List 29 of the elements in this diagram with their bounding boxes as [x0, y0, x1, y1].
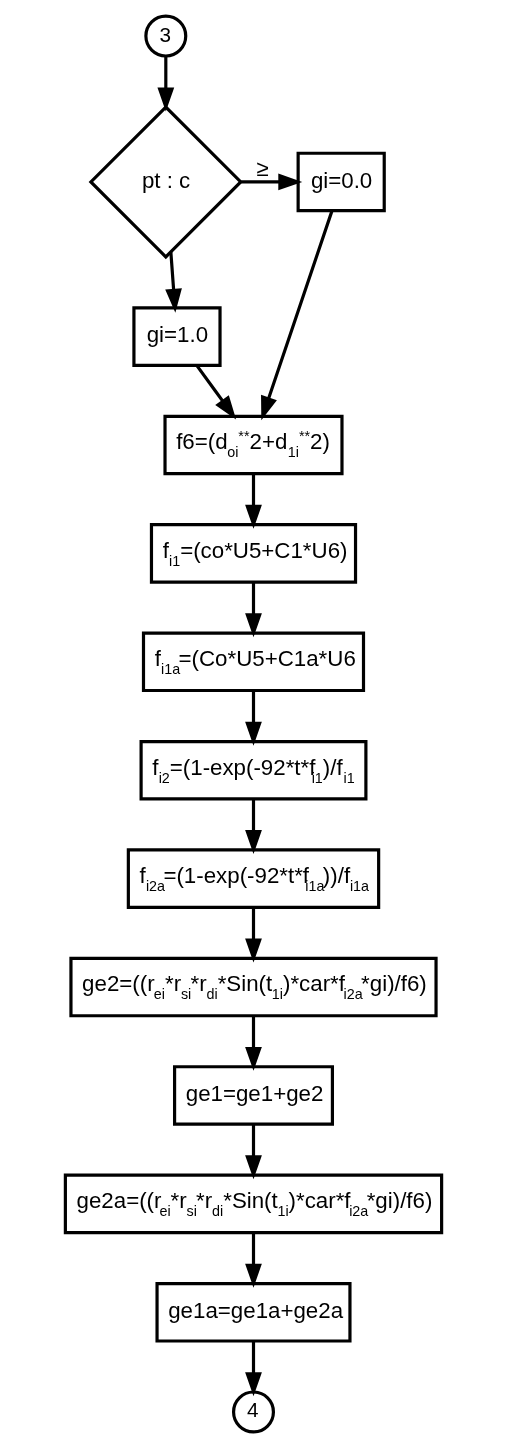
arrow — [245, 799, 262, 855]
arrow — [245, 474, 262, 529]
arrow — [245, 582, 262, 638]
node-box: f$_{i1a}$=(Co*U5+C1a*U6 — [141, 631, 366, 693]
arrow — [245, 1233, 262, 1288]
node-box: gi=0.0 — [296, 151, 386, 213]
node-box: ge2=((r$_{ei}$*r$_{si}$*r$_{di}$*Sin(t$_{1i}$)*car*f$_{i2a}$*gi)/f6) — [69, 956, 438, 1018]
node-box: ge1=ge1+ge2 — [173, 1065, 334, 1126]
node-box: f6=(d$_{oi}$$^{**}$2+d$_{1i}$$^{**}$2) — [163, 414, 344, 476]
edge-label: ≥ — [256, 155, 269, 181]
arrow — [241, 173, 303, 191]
node-box: ge2a=((r$_{ei}$*r$_{si}$*r$_{di}$*Sin(t$_{1i}$)*car*f$_{i2a}$*gi)/f6) — [63, 1173, 444, 1235]
arrow — [157, 56, 175, 112]
node-box: ge1a=ge1a+ge2a — [155, 1282, 352, 1343]
node-circle: 4 — [231, 1390, 276, 1434]
arrow — [165, 252, 182, 313]
node-diamond: pt : c — [88, 104, 243, 260]
node-box: gi=1.0 — [132, 306, 222, 367]
node-circle: 3 — [144, 14, 188, 58]
arrow — [245, 907, 262, 963]
arrow — [245, 1016, 262, 1071]
node-box: f$_{i1}$=(co*U5+C1*U6) — [149, 523, 358, 584]
arrow — [261, 210, 334, 421]
arrow — [245, 1341, 262, 1397]
node-box: f$_{i2a}$=(1-exp(-92*t*f$_{i1a}$))/f$_{i1a}$ — [126, 848, 381, 909]
arrow — [195, 364, 237, 420]
arrow — [245, 1124, 262, 1180]
node-box: f$_{i2}$=(1-exp(-92*t*f$_{i1}$)/f$_{i1}$ — [139, 739, 368, 801]
arrow — [245, 691, 262, 746]
